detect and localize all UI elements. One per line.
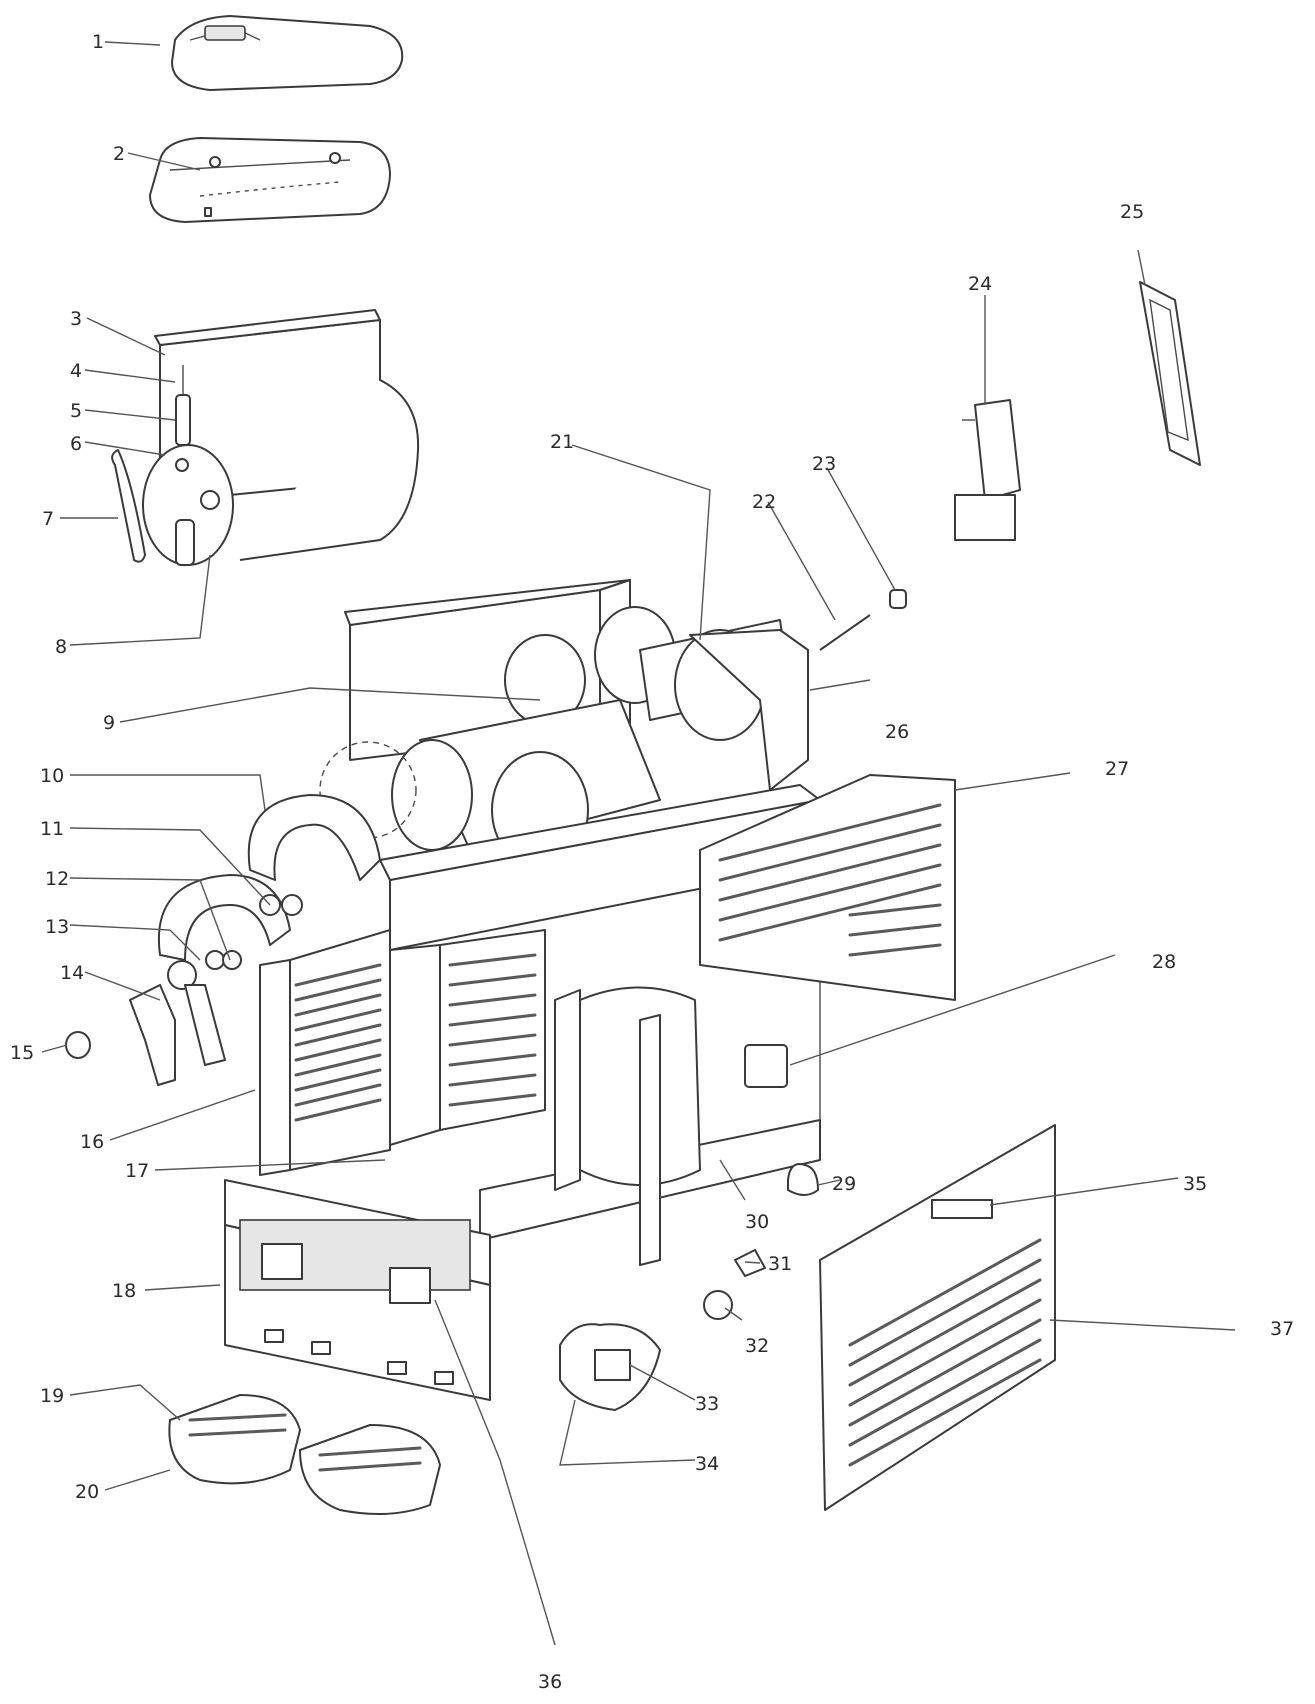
callout-1: 1 bbox=[92, 31, 104, 53]
callout-37: 37 bbox=[1270, 1318, 1294, 1340]
callout-31: 31 bbox=[768, 1253, 792, 1275]
callout-29: 29 bbox=[832, 1173, 856, 1195]
callout-27: 27 bbox=[1105, 758, 1129, 780]
callout-23: 23 bbox=[812, 453, 836, 475]
part-small-components bbox=[559, 1163, 819, 1411]
callout-18: 18 bbox=[112, 1280, 136, 1302]
callout-21: 21 bbox=[550, 431, 574, 453]
callout-12: 12 bbox=[45, 868, 69, 890]
callout-8: 8 bbox=[55, 636, 67, 658]
leader-lines bbox=[41, 41, 1236, 1646]
callout-6: 6 bbox=[70, 433, 82, 455]
callout-5: 5 bbox=[70, 400, 82, 422]
part-side-panel bbox=[699, 774, 956, 1001]
callout-19: 19 bbox=[40, 1385, 64, 1407]
frame-grille bbox=[294, 953, 537, 1122]
callout-3: 3 bbox=[70, 308, 82, 330]
part-bowl-assembly bbox=[111, 309, 420, 566]
part-lid-tray bbox=[149, 137, 391, 223]
callout-34: 34 bbox=[695, 1453, 719, 1475]
part-plate-25 bbox=[1139, 281, 1201, 466]
callout-15: 15 bbox=[10, 1042, 34, 1064]
callout-4: 4 bbox=[70, 360, 82, 382]
callout-11: 11 bbox=[40, 818, 64, 840]
callout-16: 16 bbox=[80, 1131, 104, 1153]
part-back-panel bbox=[819, 1124, 1056, 1511]
callout-14: 14 bbox=[60, 962, 84, 984]
callout-2: 2 bbox=[113, 143, 125, 165]
callout-10: 10 bbox=[40, 765, 64, 787]
callout-9: 9 bbox=[103, 712, 115, 734]
callout-26: 26 bbox=[885, 721, 909, 743]
callout-13: 13 bbox=[45, 916, 69, 938]
part-switch-24 bbox=[954, 399, 1021, 541]
callout-32: 32 bbox=[745, 1335, 769, 1357]
part-drip-trays bbox=[168, 1394, 441, 1515]
part-lid bbox=[171, 15, 404, 91]
callout-30: 30 bbox=[745, 1211, 769, 1233]
callout-36: 36 bbox=[538, 1671, 562, 1693]
part-shaft-items bbox=[819, 589, 907, 651]
callout-25: 25 bbox=[1120, 201, 1144, 223]
part-frame-assembly bbox=[224, 784, 821, 1401]
callout-labels: 1 2 3 4 5 6 7 8 9 10 11 12 13 14 15 16 1… bbox=[10, 31, 1294, 1693]
callout-17: 17 bbox=[125, 1160, 149, 1182]
callout-20: 20 bbox=[75, 1481, 99, 1503]
callout-33: 33 bbox=[695, 1393, 719, 1415]
callout-35: 35 bbox=[1183, 1173, 1207, 1195]
callout-28: 28 bbox=[1152, 951, 1176, 973]
callout-24: 24 bbox=[968, 273, 992, 295]
callout-22: 22 bbox=[752, 491, 776, 513]
callout-7: 7 bbox=[42, 508, 54, 530]
